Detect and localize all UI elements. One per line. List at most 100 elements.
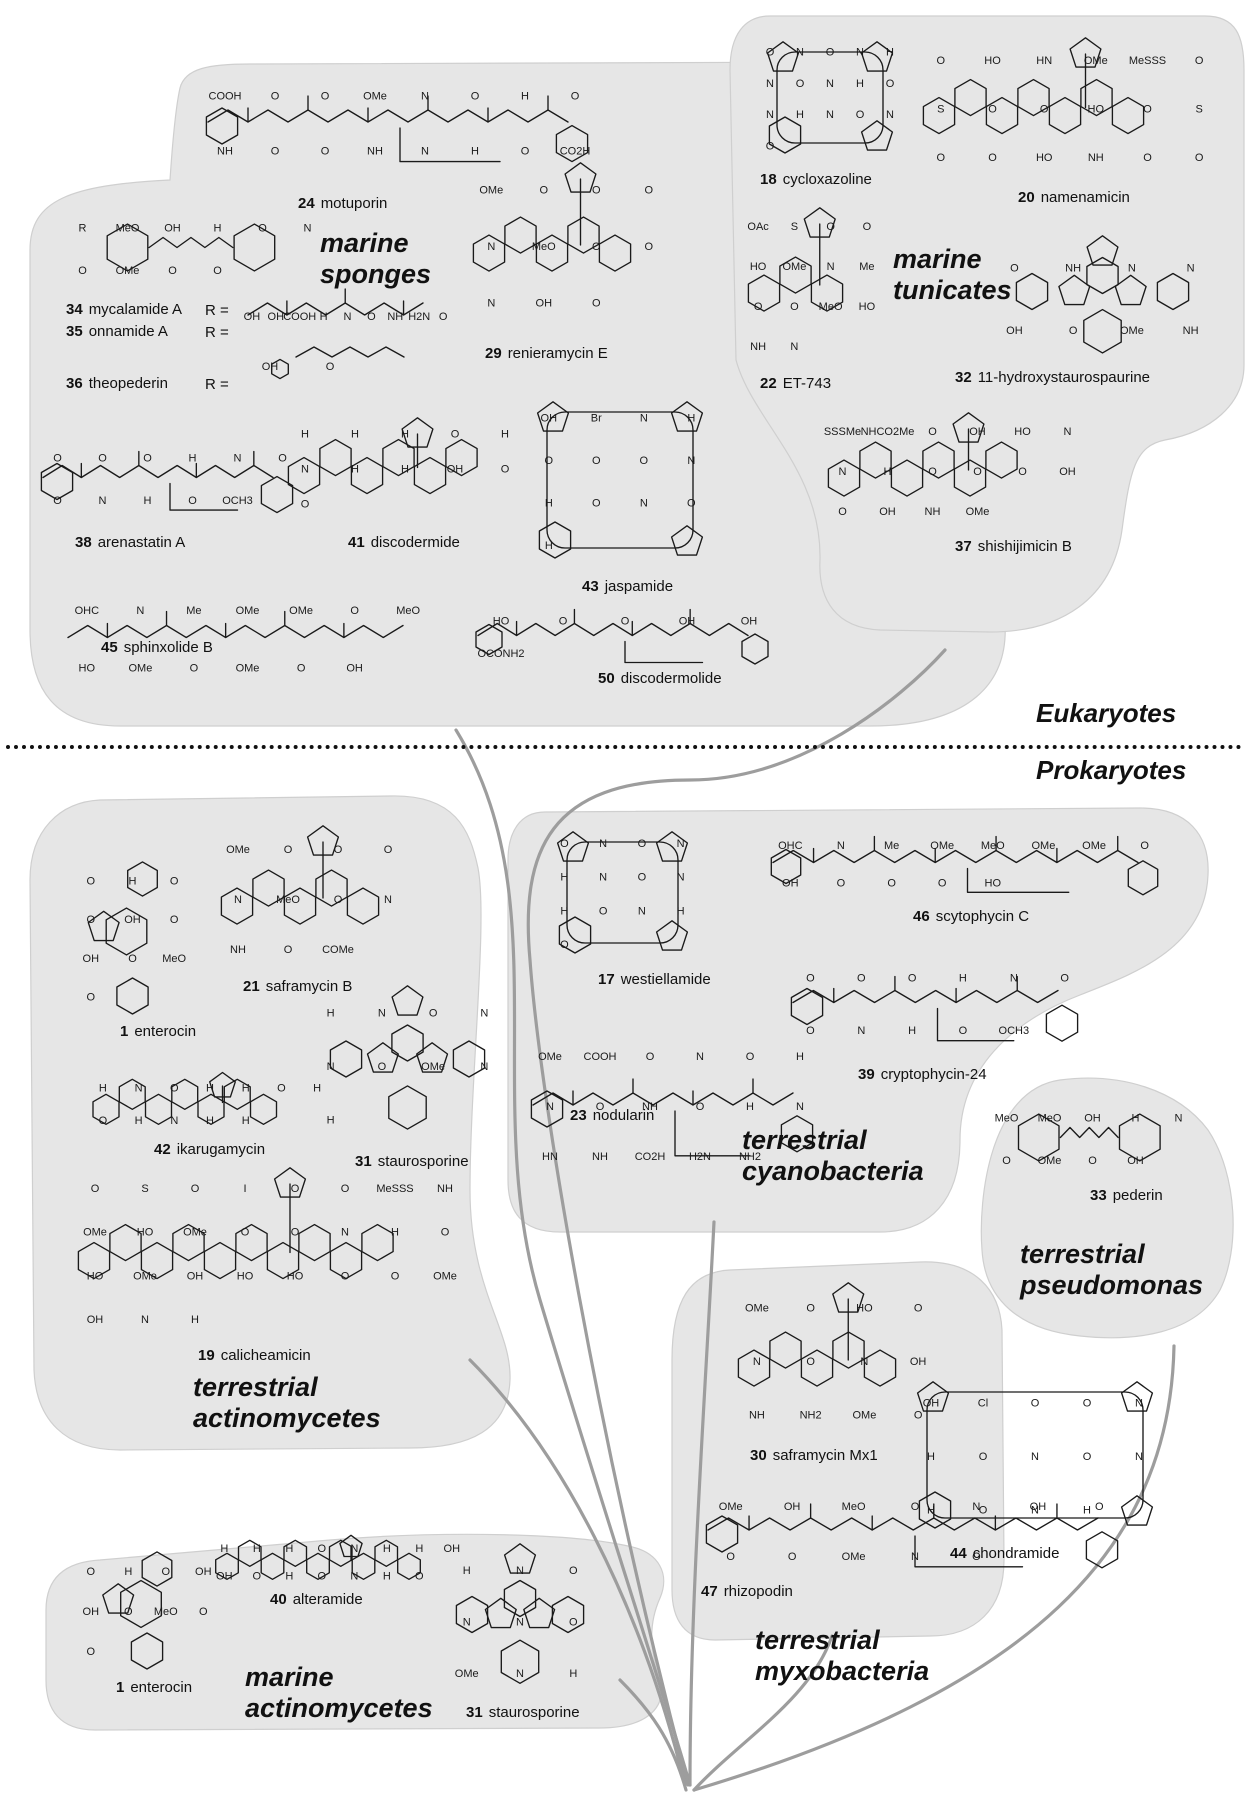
- atom-label: S: [141, 1183, 148, 1195]
- atom-label: OMe: [782, 261, 806, 273]
- atom-label: Br: [591, 412, 602, 424]
- atom-label: O: [378, 1061, 387, 1073]
- atom-label: O: [190, 662, 199, 674]
- atom-label: O: [277, 1082, 286, 1094]
- atom-label: HO: [87, 1270, 104, 1282]
- atom-label: O: [168, 265, 177, 277]
- atom-label: O: [334, 844, 343, 856]
- atom-label: S: [791, 221, 798, 233]
- atom-label: HO: [985, 877, 1002, 889]
- atom-label: N: [790, 341, 798, 353]
- atom-label: NH: [217, 146, 233, 158]
- atom-label: H: [401, 429, 409, 441]
- atom-label: OMe: [1038, 1155, 1062, 1167]
- atom-label: OH: [244, 311, 261, 323]
- atom-label: N: [341, 1227, 349, 1239]
- atom-label: MeO: [1038, 1112, 1062, 1124]
- atom-label: OH: [83, 1606, 100, 1618]
- atom-label: HO: [1036, 152, 1053, 164]
- atom-label: N: [839, 466, 847, 478]
- atom-label: O: [988, 152, 997, 164]
- atom-label: H: [796, 109, 804, 121]
- atom-label: OH: [164, 222, 181, 234]
- atom-label: O: [914, 1409, 923, 1421]
- atom-label: OH: [741, 615, 758, 627]
- atom-label: MeSSS: [1129, 55, 1166, 67]
- atom-label: O: [1010, 262, 1019, 274]
- atom-label: H: [351, 429, 359, 441]
- atom-label: O: [521, 146, 530, 158]
- atom-label: H: [796, 1051, 804, 1063]
- atom-label: O: [284, 944, 293, 956]
- atom-label: O: [326, 361, 335, 373]
- atom-label: N: [1064, 426, 1072, 438]
- atom-label: NH: [387, 311, 403, 323]
- atom-label: H: [463, 1565, 471, 1577]
- atom-label: NH: [642, 1101, 658, 1113]
- atom-label: OH: [216, 1570, 233, 1582]
- region-terrestrial-myxobacteria: [671, 1261, 1005, 1641]
- atom-label: N: [911, 1551, 919, 1563]
- atom-label: I: [243, 1183, 246, 1195]
- atom-label: O: [99, 1115, 108, 1127]
- atom-label: NH2: [800, 1409, 822, 1421]
- atom-label: O: [638, 838, 647, 850]
- atom-label: H: [415, 1543, 423, 1555]
- atom-label: Me: [859, 261, 874, 273]
- atom-label: H: [884, 466, 892, 478]
- atom-label: N: [421, 91, 429, 103]
- atom-label: H: [677, 905, 685, 917]
- atom-label: HO: [79, 662, 96, 674]
- atom-label: HO: [984, 55, 1001, 67]
- atom-label: NH: [1088, 152, 1104, 164]
- atom-label: N: [753, 1356, 761, 1368]
- atom-label: N: [480, 1008, 488, 1020]
- atom-label: N: [141, 1314, 149, 1326]
- atom-label: O: [1195, 55, 1204, 67]
- atom-label: NH: [592, 1151, 608, 1163]
- atom-label: SSSMe: [824, 426, 861, 438]
- atom-label: H: [383, 1570, 391, 1582]
- atom-label: O: [646, 1051, 655, 1063]
- atom-label: MeO: [819, 301, 843, 313]
- r-group-label-35: R =: [205, 324, 229, 341]
- atom-label: O: [278, 452, 287, 464]
- atom-label: OAc: [747, 221, 769, 233]
- atom-label: N: [826, 109, 834, 121]
- atom-label: O: [87, 992, 96, 1004]
- atom-label: N: [350, 1543, 358, 1555]
- atom-label: OMe: [421, 1061, 445, 1073]
- atom-label: O: [569, 1565, 578, 1577]
- atom-label: O: [938, 877, 947, 889]
- atom-label: N: [546, 1101, 554, 1113]
- atom-label: O: [806, 1356, 815, 1368]
- atom-label: O: [886, 78, 895, 90]
- region-terrestrial-cyanobacteria: [507, 807, 1209, 1233]
- atom-label: O: [599, 905, 608, 917]
- atom-label: OH: [262, 361, 279, 373]
- atom-label: N: [677, 872, 685, 884]
- atom-label: HN: [1036, 55, 1052, 67]
- atom-label: O: [471, 91, 480, 103]
- atom-label: COOH: [283, 311, 316, 323]
- atom-label: O: [318, 1543, 327, 1555]
